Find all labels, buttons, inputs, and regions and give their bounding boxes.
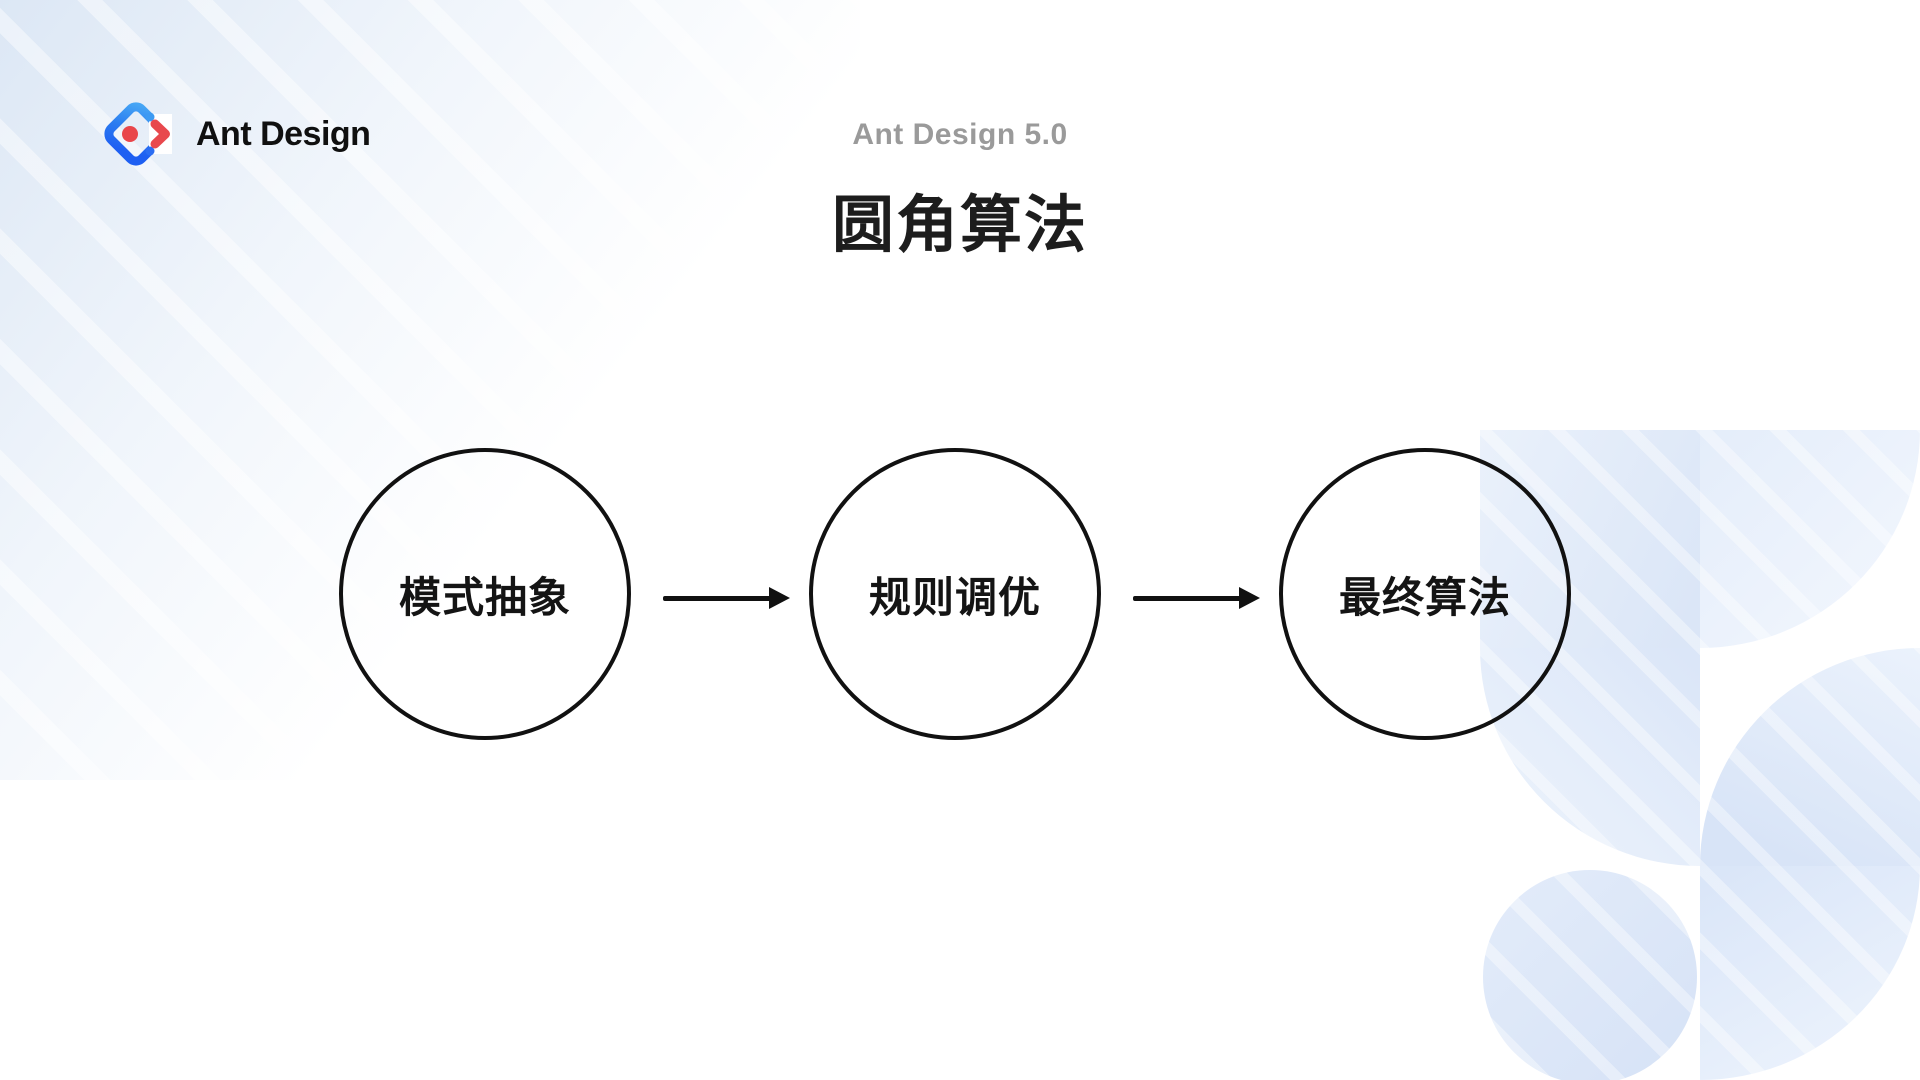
flow-node-label: 最终算法 (1338, 573, 1511, 621)
flow-arrow-1 (663, 587, 790, 609)
arrow-line (1133, 596, 1241, 601)
slide-subtitle: Ant Design 5.0 (852, 118, 1068, 151)
brand-logo-text: Ant Design (196, 115, 371, 153)
flow-node-final-algorithm: 最终算法 (1279, 448, 1571, 740)
flow-node-label: 规则调优 (868, 573, 1041, 621)
brand-logo: Ant Design (100, 98, 371, 170)
flow-node-label: 模式抽象 (398, 573, 571, 621)
arrow-line (663, 596, 771, 601)
arrow-head-icon (769, 587, 790, 609)
ant-design-logo-icon (104, 102, 172, 166)
arrow-head-icon (1239, 587, 1260, 609)
flow-arrow-2 (1133, 587, 1260, 609)
flow-node-rule-tuning: 规则调优 (809, 448, 1101, 740)
slide-title: 圆角算法 (831, 191, 1088, 260)
flow-node-pattern-abstraction: 模式抽象 (339, 448, 631, 740)
